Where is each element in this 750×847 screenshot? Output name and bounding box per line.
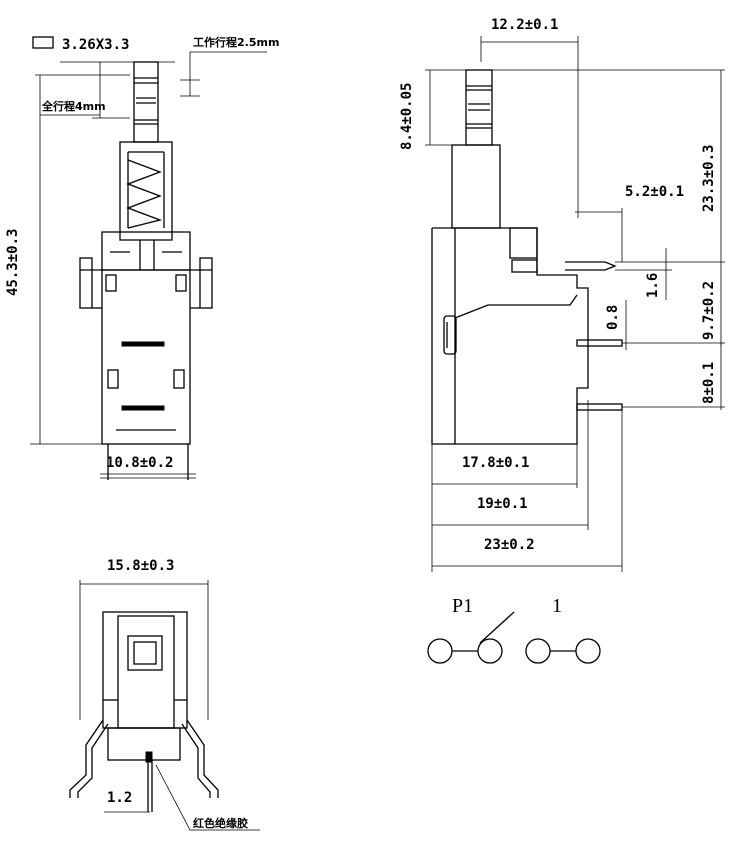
base-block xyxy=(107,727,181,761)
window-slot xyxy=(121,341,165,347)
label-height: 45.3±0.3 xyxy=(5,229,21,296)
label-full-stroke: 全行程4mm xyxy=(41,99,106,113)
label-depth-with-pin: 19±0.1 xyxy=(477,496,528,512)
side-clip xyxy=(443,315,457,355)
label-working-stroke: 工作行程2.5mm xyxy=(193,35,279,49)
body-shoulder xyxy=(101,231,191,270)
size-legend-box xyxy=(32,36,54,49)
clip-left xyxy=(79,257,93,309)
bottom-view: 15.8±0.3 1.2 红色绝缘胶 xyxy=(69,558,260,831)
spring-housing xyxy=(119,141,173,233)
label-pin-width: 1.2 xyxy=(107,790,132,806)
label-pin-spacing-2: 8±0.1 xyxy=(701,362,717,404)
contact-circle xyxy=(575,638,601,664)
label-terminal-thickness: 1.6 xyxy=(645,273,661,298)
front-view: 3.26X3.3 工作行程2.5mm 全行程4mm 45.3±0.3 xyxy=(5,35,279,480)
switch-lever xyxy=(479,611,515,644)
label-bottom-width: 15.8±0.3 xyxy=(107,558,174,574)
label-overall-depth: 23±0.2 xyxy=(484,537,535,553)
switch-body xyxy=(101,269,191,445)
side-body xyxy=(431,227,589,445)
leader-line xyxy=(155,764,260,831)
terminal-top xyxy=(565,261,617,271)
contact-circle xyxy=(427,638,453,664)
leg-right xyxy=(186,719,219,798)
plunger-top xyxy=(127,635,163,671)
side-view: 12.2±0.1 8.4±0.05 5.2±0.1 xyxy=(399,17,725,572)
label-1: 1 xyxy=(552,595,562,617)
label-total-height: 23.3±0.3 xyxy=(701,145,717,212)
label-insulation: 红色绝缘胶 xyxy=(193,816,248,830)
label-body-depth: 17.8±0.1 xyxy=(462,455,529,471)
spring xyxy=(126,159,163,229)
label-size: 3.26X3.3 xyxy=(62,37,129,53)
label-pin-spacing-1: 9.7±0.2 xyxy=(701,281,717,340)
plunger xyxy=(465,69,493,146)
label-plunger-height: 8.4±0.05 xyxy=(399,83,415,150)
label-width: 10.8±0.2 xyxy=(106,455,173,471)
label-terminal-offset: 5.2±0.1 xyxy=(625,184,684,200)
contact-circle xyxy=(525,638,551,664)
terminal-bottom xyxy=(576,403,623,411)
contact-circle xyxy=(477,638,503,664)
clip-right xyxy=(199,257,213,309)
label-top-width: 12.2±0.1 xyxy=(491,17,558,33)
label-p1: P1 xyxy=(452,595,473,617)
leg-left xyxy=(69,719,104,798)
plunger xyxy=(133,61,159,143)
label-pin-thickness: 0.8 xyxy=(605,305,621,330)
terminal-mid xyxy=(576,339,623,347)
schematic: P1 1 xyxy=(427,595,601,664)
stem-housing xyxy=(451,144,501,229)
window-slot xyxy=(121,405,165,411)
